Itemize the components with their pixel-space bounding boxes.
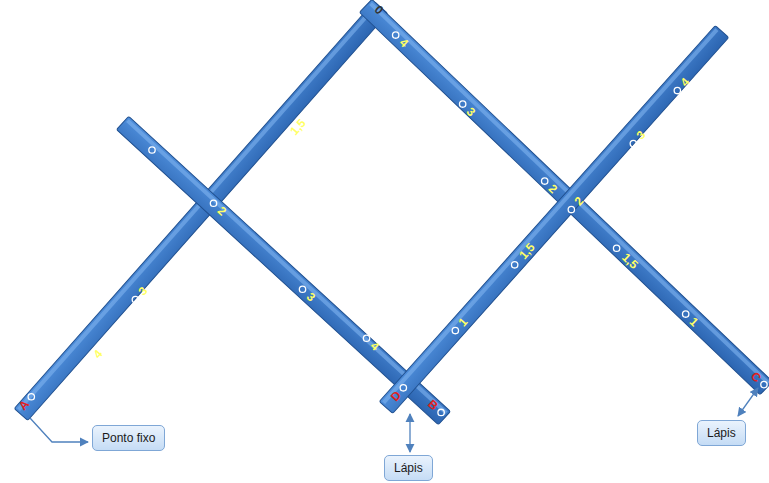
bar-highlight: [17, 4, 377, 411]
pivot-hole: [511, 262, 517, 268]
callout-box: Lápis: [384, 455, 433, 481]
pivot-hole: [400, 385, 406, 391]
bar-highlight: [126, 119, 448, 414]
callout-box: Ponto fixo: [92, 425, 165, 451]
scale-number: 4: [91, 348, 104, 361]
pivot-hole: [392, 32, 398, 38]
pivot-hole: [28, 394, 34, 400]
pivot-hole: [283, 138, 289, 144]
pivot-hole: [568, 206, 574, 212]
callout-text: Lápis: [707, 426, 736, 440]
bar-highlight: [382, 28, 718, 404]
pivot-hole: [761, 381, 767, 387]
pivot-hole: [613, 245, 619, 251]
callout-text: Lápis: [394, 461, 423, 475]
leader-line: [30, 418, 88, 442]
pivot-hole: [459, 101, 465, 107]
pivot-hole: [674, 87, 680, 93]
pivot-hole: [363, 335, 369, 341]
callout-box: Lápis: [697, 420, 746, 446]
callout-text: Ponto fixo: [102, 431, 155, 445]
pivot-hole: [682, 311, 688, 317]
leader-line: [738, 388, 758, 416]
pivot-hole: [541, 178, 547, 184]
pivot-hole: [438, 409, 444, 415]
bar: [14, 2, 387, 421]
pivot-hole: [210, 200, 216, 206]
pivot-hole: [87, 359, 93, 365]
pivot-hole: [149, 147, 155, 153]
bar-body: [14, 2, 387, 421]
bar: [379, 26, 728, 414]
pivot-hole: [299, 286, 305, 292]
pivot-hole: [452, 327, 458, 333]
pivot-hole: [132, 296, 138, 302]
pivot-hole: [630, 140, 636, 146]
bar-body: [379, 26, 728, 414]
leader-line: [409, 414, 410, 452]
